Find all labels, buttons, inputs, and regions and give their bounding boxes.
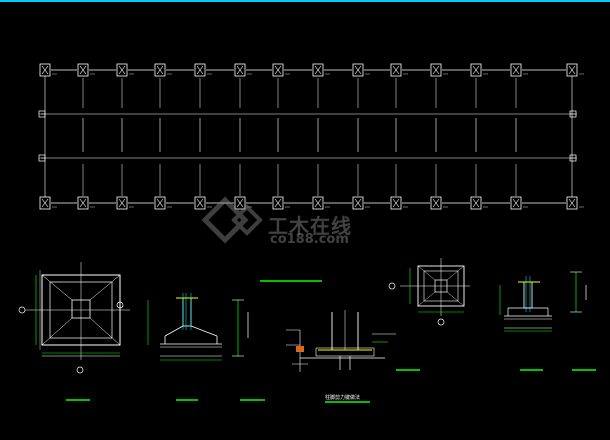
column-base-symbol — [154, 196, 166, 210]
column-base-diagonal — [41, 198, 49, 208]
watermark-title: 工木在线 — [268, 214, 352, 238]
column-base-symbol — [39, 196, 51, 210]
axis-bubble — [437, 318, 445, 326]
column-base-diagonal — [79, 198, 87, 208]
column-base-symbol — [352, 196, 364, 210]
column-base-symbol — [352, 63, 364, 77]
column-base-diagonal — [472, 65, 480, 75]
column-base-symbol — [234, 63, 246, 77]
slope-line — [89, 274, 121, 301]
slope-line — [446, 291, 465, 307]
slope-line — [417, 291, 436, 307]
column-base-symbol — [430, 196, 442, 210]
column-base-symbol — [116, 196, 128, 210]
column-base-symbol — [154, 63, 166, 77]
column-base-diagonal — [512, 198, 520, 208]
column-base-symbol — [194, 196, 206, 210]
column-base-symbol — [430, 63, 442, 77]
column-base-symbol — [272, 196, 284, 210]
column-base-diagonal — [568, 65, 576, 75]
column-base-diagonal — [236, 65, 244, 75]
column-base-diagonal — [156, 198, 164, 208]
column-base-diagonal — [236, 198, 244, 208]
footing-slope — [190, 325, 218, 337]
column-base-symbol — [566, 196, 578, 210]
column-base-symbol — [312, 63, 324, 77]
column-base-diagonal — [79, 65, 87, 75]
column-base-diagonal — [432, 198, 440, 208]
column-base-diagonal — [314, 198, 322, 208]
annotation-block — [296, 346, 304, 352]
column-base-diagonal — [118, 65, 126, 75]
column-base-symbol — [39, 63, 51, 77]
column-base-diagonal — [568, 198, 576, 208]
pedestal — [523, 281, 533, 309]
column-base-symbol — [77, 196, 89, 210]
column-base-diagonal — [196, 65, 204, 75]
column-base-symbol — [194, 63, 206, 77]
slope-line — [89, 317, 121, 346]
column-base-symbol — [234, 196, 246, 210]
column-base-symbol — [77, 63, 89, 77]
axis-bubble — [116, 301, 124, 309]
column-base-diagonal — [274, 65, 282, 75]
column-base-diagonal — [354, 198, 362, 208]
column-base-diagonal — [196, 198, 204, 208]
column-base-diagonal — [41, 65, 49, 75]
column-base-symbol — [510, 63, 522, 77]
slope-line — [446, 265, 465, 281]
column-base-diagonal — [392, 198, 400, 208]
column-base-diagonal — [512, 65, 520, 75]
column-base-diagonal — [274, 198, 282, 208]
column-base-symbol — [272, 63, 284, 77]
axis-bubble — [18, 306, 26, 314]
column-base-symbol — [510, 196, 522, 210]
column-base-diagonal — [432, 65, 440, 75]
column-base-diagonal — [354, 65, 362, 75]
column-base-symbol — [470, 63, 482, 77]
grout-bed — [315, 347, 375, 357]
column-base-symbol — [312, 196, 324, 210]
column-base-diagonal — [472, 198, 480, 208]
slope-line — [41, 274, 73, 301]
slope-line — [41, 317, 73, 346]
column-base-diagonal — [156, 65, 164, 75]
window-top-border — [0, 0, 610, 2]
column-base-diagonal — [118, 198, 126, 208]
slope-line — [417, 265, 436, 281]
column-base-diagonal — [314, 65, 322, 75]
column-base-symbol — [470, 196, 482, 210]
section-caption: 柱脚剪力键做法 — [325, 395, 361, 401]
column-base-symbol — [390, 63, 402, 77]
axis-bubble — [388, 282, 396, 290]
column-base-symbol — [116, 63, 128, 77]
column-base-diagonal — [392, 65, 400, 75]
pedestal — [182, 297, 192, 327]
footing-slope — [164, 325, 184, 337]
watermark-logo-icon — [201, 196, 263, 244]
column-base-symbol — [390, 196, 402, 210]
watermark-domain: co188.com — [270, 232, 349, 247]
column-base-symbol — [566, 63, 578, 77]
axis-bubble — [76, 366, 84, 374]
